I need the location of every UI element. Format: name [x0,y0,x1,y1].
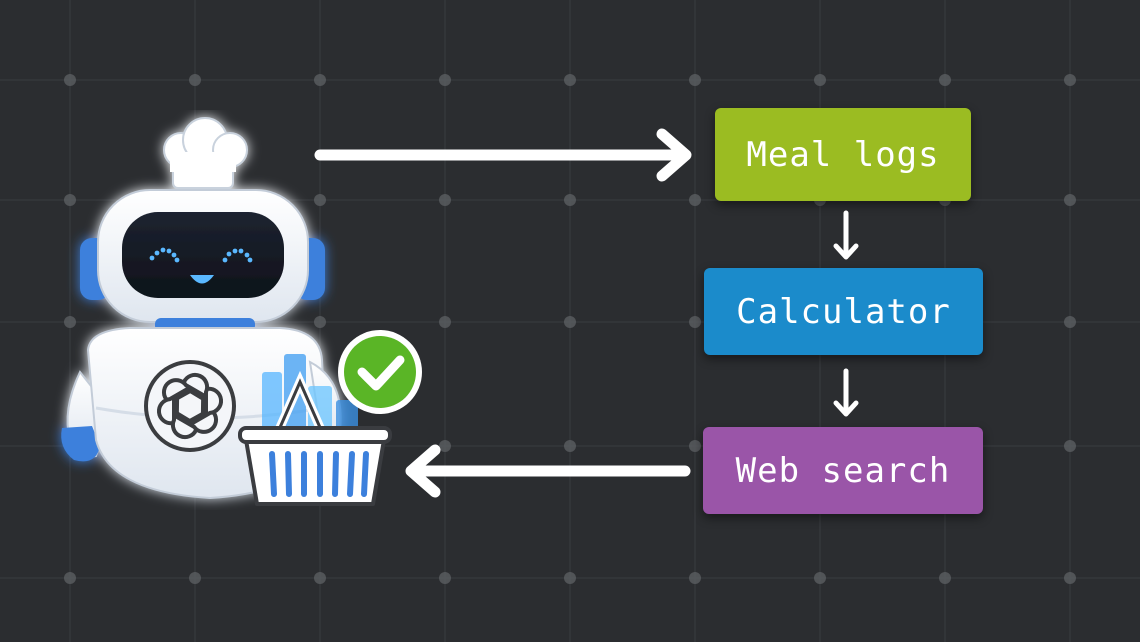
grid-dot [189,74,201,86]
shopping-basket-icon [238,354,392,506]
grid-dot [314,74,326,86]
grid-dot [564,316,576,328]
grid-dot [439,74,451,86]
grid-dot [564,440,576,452]
grid-dot [439,440,451,452]
grid-dot [689,194,701,206]
chef-robot-icon [61,117,422,506]
grid-dot [564,74,576,86]
robot-smile [190,275,214,284]
meal-logs-node: Meal logs [715,108,971,201]
grid-dot [939,572,951,584]
openai-logo-icon [144,360,236,452]
grid-dot [64,194,76,206]
grid-dot [439,194,451,206]
grid-dot [1064,572,1076,584]
grid-dot [314,572,326,584]
grid-dot [814,74,826,86]
web-search-label: Web search [735,450,951,491]
grid-dot [564,194,576,206]
grid-dot [689,572,701,584]
grid-dot [64,316,76,328]
grid-dot [1064,194,1076,206]
grid-dot [439,572,451,584]
web-search-node: Web search [703,427,983,514]
calculator-label: Calculator [736,291,951,332]
grid-dot [689,74,701,86]
grid-dot [689,316,701,328]
robot-eyes [149,247,253,263]
check-badge-icon [338,330,422,414]
grid-dot [814,572,826,584]
chef-hat-icon [163,117,248,189]
grid-dot [1064,316,1076,328]
grid-dot [64,74,76,86]
grid-dot [1064,74,1076,86]
grid-dot [564,572,576,584]
grid-dot [314,194,326,206]
calculator-node: Calculator [704,268,983,355]
grid-dot [1064,440,1076,452]
grid-dot [439,316,451,328]
grid-dot [939,74,951,86]
grid-dot [689,440,701,452]
grid-dot [189,572,201,584]
grid-dot [64,572,76,584]
meal-logs-label: Meal logs [746,134,940,175]
grid-dot [314,316,326,328]
